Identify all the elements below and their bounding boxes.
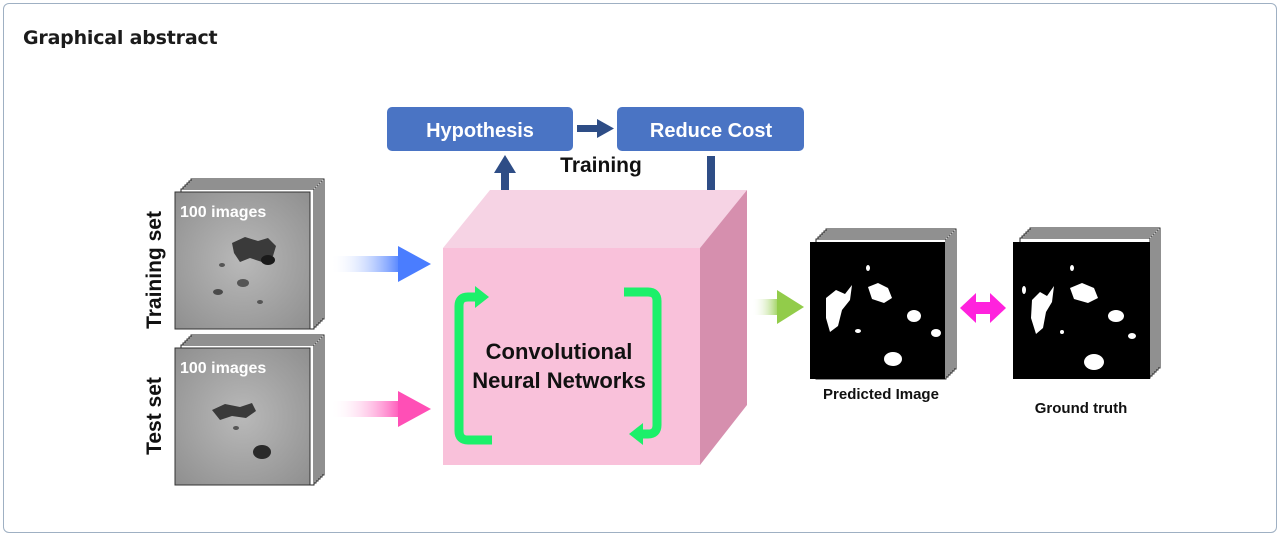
compare-arrow: [960, 293, 1006, 323]
loop-arrow-left: [454, 292, 492, 445]
reduce-cost-label: Reduce Cost: [650, 120, 773, 142]
hypothesis-box: Hypothesis: [387, 107, 573, 151]
training-label: Training: [560, 154, 642, 177]
test-image-stack: 100 images: [174, 334, 325, 486]
page-title: Graphical abstract: [23, 27, 218, 49]
cnn-label-line2: Neural Networks: [472, 368, 646, 393]
training-input-arrow: [330, 246, 431, 282]
loop-arrowhead-right: [629, 423, 643, 445]
loop-arrowhead-left: [475, 286, 489, 308]
pipeline-diagram: Hypothesis Reduce Cost Training Convolut…: [143, 107, 1161, 486]
flow-arrow: [577, 119, 614, 138]
ground-truth-stack: [1013, 227, 1161, 379]
loop-arrow-right: [624, 287, 662, 439]
test-set-label: Test set: [143, 377, 166, 455]
test-input-arrow: [330, 391, 431, 427]
output-arrow: [752, 290, 804, 324]
cnn-cube: [443, 190, 747, 465]
ground-truth-label: Ground truth: [1035, 400, 1127, 417]
predicted-label: Predicted Image: [823, 386, 939, 403]
hypothesis-label: Hypothesis: [426, 120, 534, 142]
test-count-label: 100 images: [180, 360, 266, 377]
training-set-label: Training set: [143, 211, 166, 329]
cnn-label-line1: Convolutional: [486, 339, 633, 364]
training-image-stack: 100 images: [174, 178, 325, 330]
training-count-label: 100 images: [180, 204, 266, 221]
reduce-cost-box: Reduce Cost: [617, 107, 804, 151]
predicted-image-stack: [810, 228, 957, 380]
